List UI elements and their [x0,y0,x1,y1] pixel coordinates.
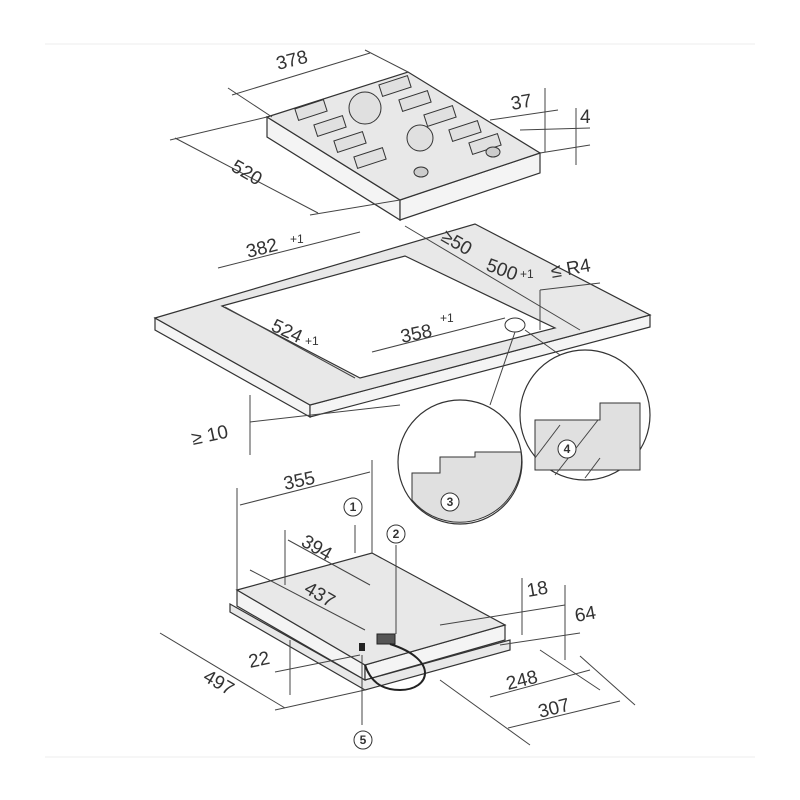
worktop-dimension-lines [217,225,601,455]
svg-text:5: 5 [360,733,367,747]
underside-dimension-lines [159,460,636,746]
callout-4: 4 [557,439,577,459]
hob-underside-box [229,552,511,692]
dim-64: 64 [573,602,598,626]
dim-corner-radius: ≤ R4 [549,255,592,283]
dim-248: 248 [504,667,540,695]
dim-394: 394 [298,531,336,565]
hob-dimension-lines [169,49,591,216]
dim-hob-depth: 520 [228,156,266,190]
dim-cutout-width: 382 [244,235,280,263]
dim-inner-depth-tol: +1 [520,267,534,281]
dim-worktop-thickness: ≥ 10 [190,422,230,450]
dim-inner-width-tol: +1 [440,311,454,325]
connection-box [376,633,396,645]
svg-text:2: 2 [393,527,400,541]
control-knob [485,146,501,158]
dim-hob-width: 378 [274,47,310,75]
cable [364,643,426,692]
dim-cutout-width-tol: +1 [290,232,304,246]
dim-18: 18 [525,578,549,602]
gas-hob [265,71,542,222]
detail-4 [519,349,651,481]
detail-3 [397,399,523,525]
svg-text:3: 3 [447,495,454,509]
dim-frame-height: 4 [580,107,591,128]
gas-connection [359,643,365,651]
dim-307: 307 [536,695,572,723]
callout-2: 2 [386,524,406,544]
dim-22: 22 [247,648,272,673]
callout-3: 3 [440,492,460,512]
pan-support-grates [294,75,502,169]
worktop [153,223,652,419]
control-knob [413,166,429,178]
cutout-opening [220,255,557,379]
dim-underside-width: 355 [282,468,317,495]
svg-text:4: 4 [564,442,571,456]
svg-text:1: 1 [350,500,357,514]
dim-497: 497 [200,666,238,700]
callout-1: 1 [343,497,363,517]
dim-cutout-depth-tol: +1 [305,334,319,348]
dim-hob-height: 37 [509,91,533,115]
callout-5: 5 [353,730,373,750]
